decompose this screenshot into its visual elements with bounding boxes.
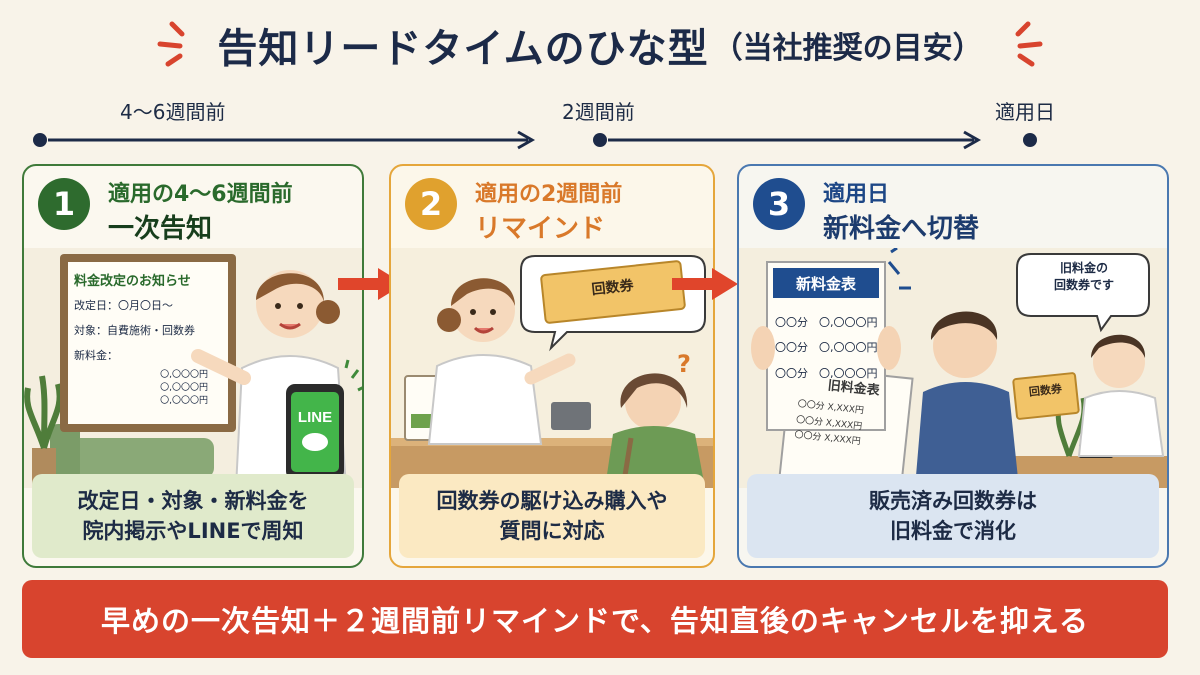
- switch-illustration: 回数券: [739, 248, 1167, 488]
- step-timing: 適用日: [823, 182, 890, 207]
- sofa-shape: [54, 438, 214, 478]
- staff-uniform: [427, 354, 543, 445]
- timeline-dot: [1023, 133, 1037, 147]
- summary-banner: 早めの一次告知＋２週間前リマインドで、告知直後のキャンセルを抑える: [22, 580, 1168, 658]
- new-table-title: 新料金表: [795, 274, 856, 293]
- poster-price: 〇,〇〇〇円: [160, 383, 208, 394]
- plant-icon: [24, 375, 63, 449]
- poster-new-price-label: 新料金：: [74, 349, 118, 362]
- staff-face: [1093, 336, 1145, 388]
- row-price: X,XXX円: [826, 402, 865, 417]
- staff-uniform: [1077, 390, 1165, 457]
- speech-line: 回数券です: [1053, 278, 1114, 293]
- customer-hair: [620, 373, 688, 408]
- pointing-arm: [191, 349, 251, 385]
- new-table-row: 〇〇分 〇,〇〇〇円: [775, 361, 885, 386]
- step-arrow-icon: [338, 268, 404, 300]
- new-table-row: 〇〇分 〇,〇〇〇円: [775, 310, 885, 335]
- staff-speech: 旧料金の 回数券です: [1019, 260, 1149, 295]
- step-timing: 適用の2週間前: [475, 182, 623, 207]
- ticket-label: 回数券: [591, 277, 636, 298]
- new-table-row: 〇〇分 〇,〇〇〇円: [775, 335, 885, 360]
- customer-face: [933, 314, 997, 378]
- row-minutes: 〇〇分: [775, 316, 808, 329]
- staff-hair: [451, 278, 515, 306]
- step-card-2: 2 適用の2週間前 リマインド 回数券 ? 回数券の駆け込み購入や 質問に対応: [389, 164, 715, 568]
- page-title: 告知リードタイムのひな型: [217, 26, 709, 72]
- staff-hair: [256, 273, 324, 302]
- step-description: 販売済み回数券は 旧料金で消化: [747, 474, 1159, 558]
- step-arrow-icon: [672, 268, 738, 300]
- staff-hair: [1091, 334, 1146, 358]
- speech-bubble: [1016, 253, 1150, 333]
- question-mark-icon: ?: [677, 350, 691, 378]
- row-minutes: 〇〇分: [797, 399, 826, 412]
- step-description-line: 旧料金で消化: [890, 519, 1016, 543]
- step-card-3: 3 適用日 新料金へ切替 回数券 新料金表 〇〇分 〇,〇〇〇円 〇: [737, 164, 1169, 568]
- customer-jacket: [915, 382, 1019, 488]
- row-minutes: 〇〇分: [775, 366, 808, 380]
- hand-left: [751, 326, 775, 370]
- timeline-label-early: 4～6週間前: [120, 100, 226, 124]
- spark-decoration-icon: [157, 21, 185, 67]
- old-table-content: 旧料金表 〇〇分 X,XXX円 〇〇分 X,XXX円 〇〇分 X,XXX円: [794, 373, 909, 456]
- customer-face: [625, 374, 681, 430]
- row-price: 〇,〇〇〇円: [819, 316, 878, 329]
- phone-line-text: LINE: [298, 409, 332, 426]
- poster-price: 〇,〇〇〇円: [160, 396, 208, 407]
- customer-hair: [930, 311, 998, 340]
- row-minutes: 〇〇分: [795, 414, 824, 428]
- hand-right: [877, 326, 901, 370]
- poster-date: 改定日：〇月〇日～: [74, 299, 173, 312]
- timeline-arrowhead: [517, 130, 536, 150]
- row-minutes: 〇〇分: [793, 430, 822, 444]
- timeline-arrows: [33, 130, 1037, 150]
- step-description: 改定日・対象・新料金を 院内掲示やLINEで周知: [32, 474, 354, 558]
- chat-bubble-icon: [302, 433, 328, 451]
- page-subtitle: （当社推奨の目安）: [712, 31, 983, 66]
- timeline-arrowhead: [963, 130, 982, 150]
- poster-target: 対象：自費施術・回数券: [74, 324, 195, 337]
- gesture-arm: [524, 353, 576, 385]
- poster-price: 〇,〇〇〇円: [160, 370, 208, 380]
- step-description-line: 質問に対応: [499, 519, 605, 543]
- ticket-label: 回数券: [1028, 381, 1063, 398]
- row-price: X,XXX円: [825, 417, 863, 432]
- speech-line: 旧料金の: [1059, 261, 1108, 275]
- notice-poster: 料金改定のお知らせ 改定日：〇月〇日～ 対象：自費施術・回数券 新料金： 〇,〇…: [74, 270, 224, 408]
- poster-price-list: 〇,〇〇〇円 〇,〇〇〇円 〇,〇〇〇円: [74, 369, 224, 408]
- reminder-illustration: 回数券 ?: [391, 248, 713, 488]
- ticket-icon: [1012, 372, 1080, 420]
- row-price: X,XXX円: [823, 433, 862, 448]
- step-title: 一次告知: [108, 214, 213, 244]
- step-title: リマインド: [475, 214, 606, 244]
- step-number-badge: 1: [38, 178, 90, 230]
- step-description-line: 販売済み回数券は: [869, 488, 1037, 513]
- timeline-dot: [33, 133, 47, 147]
- step-number-badge: 2: [405, 178, 457, 230]
- tablet-icon: [551, 402, 591, 430]
- title-row: 告知リードタイムのひな型 （当社推奨の目安）: [0, 10, 1200, 80]
- timeline-dot: [593, 133, 607, 147]
- timeline-label-effective: 適用日: [995, 100, 1055, 124]
- new-table-rows: 〇〇分 〇,〇〇〇円 〇〇分 〇,〇〇〇円 〇〇分 〇,〇〇〇円: [775, 310, 885, 386]
- poster-title: 料金改定のお知らせ: [74, 274, 191, 289]
- row-price: 〇,〇〇〇円: [819, 341, 878, 355]
- step-card-1: 1 適用の4～6週間前 一次告知 LINE 料金改定のお知らせ 改定日：〇月〇日…: [22, 164, 364, 568]
- step-number-badge: 3: [753, 178, 805, 230]
- step-description-line: 院内掲示やLINEで周知: [82, 519, 304, 543]
- step-title: 新料金へ切替: [823, 214, 980, 244]
- timeline: 4～6週間前 2週間前 適用日: [0, 96, 1200, 156]
- step-timing: 適用の4～6週間前: [108, 182, 293, 207]
- timeline-label-two-weeks: 2週間前: [562, 100, 635, 124]
- step-description-line: 回数券の駆け込み購入や: [436, 488, 668, 513]
- row-price: 〇,〇〇〇円: [819, 366, 878, 380]
- step-description: 回数券の駆け込み購入や 質問に対応: [399, 474, 705, 558]
- spark-decoration-icon: [1015, 21, 1043, 67]
- row-minutes: 〇〇分: [775, 341, 808, 355]
- notice-illustration: LINE: [24, 248, 362, 488]
- step-description-line: 改定日・対象・新料金を: [77, 488, 309, 513]
